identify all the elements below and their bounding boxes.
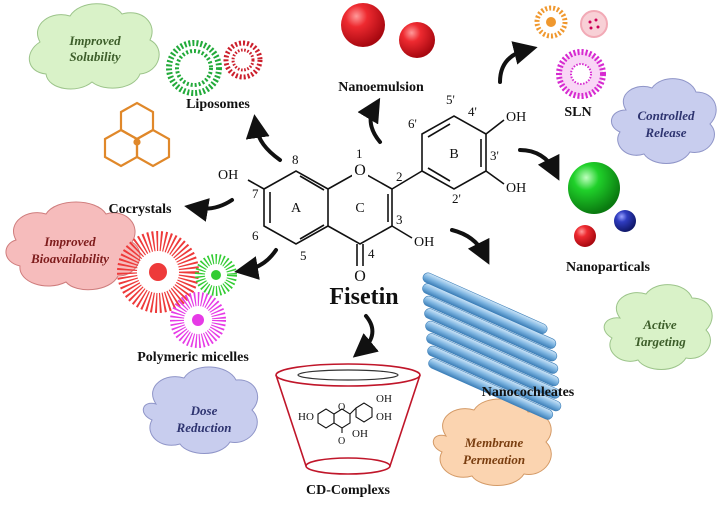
cloud-text-line1: Improved [43,234,96,249]
liposome-icon [166,40,263,96]
ring-label-b: B [449,147,458,162]
arrow-icon [357,97,382,144]
atom-o-ring: O [354,162,366,179]
label-nanoemulsion: Nanoemulsion [338,80,424,95]
atom-num-4p: 4' [468,104,477,119]
mini-oh-1: OH [376,393,392,405]
mini-o-keto: O [338,436,345,447]
cloud-text-line1: Improved [68,33,121,48]
label-sln: SLN [564,105,591,120]
label-cd-complex: CD-Complexs [306,483,391,498]
cloud-dose-reduction: Dose Reduction [142,366,258,454]
cloud-text-line2: Permeation [463,452,525,467]
cloud-text-line2: Reduction [176,420,232,435]
cloud-text-line1: Controlled [637,108,695,123]
nanoparticle-icon [568,162,636,247]
mini-oh-2: OH [376,411,392,423]
cloud-text-line1: Active [642,317,676,332]
atom-num-7: 7 [252,186,259,201]
micelle-icon [117,231,237,348]
atom-num-1: 1 [356,146,363,161]
cloud-icon [603,284,713,370]
center-title: Fisetin [329,284,398,310]
cloud-icon [432,398,552,486]
cloud-icon [142,366,258,454]
mini-oh-3: OH [352,428,368,440]
nanocochleate-icon [422,272,562,420]
cloud-text-line1: Membrane [464,435,524,450]
arrow-icon [450,228,490,265]
atom-num-3p: 3' [490,148,499,163]
atom-num-3: 3 [396,212,403,227]
arrow-icon [245,114,282,162]
atom-num-8: 8 [292,152,299,167]
group-4p-oh: OH [506,110,526,125]
cloud-text-line2: Solubility [69,49,121,64]
arrow-icon [352,314,379,358]
label-nanoparticals: Nanoparticals [566,260,651,275]
cloud-active-targeting: Active Targeting [603,284,713,370]
arrow-icon [234,248,278,280]
mini-ho: HO [298,411,314,423]
atom-o-keto: O [354,268,366,285]
fisetin-structure [247,115,505,270]
cloud-icon [29,3,160,90]
atom-num-2: 2 [396,169,403,184]
atom-num-5p: 5' [446,92,455,107]
arrow-icon [184,198,234,222]
cloud-text-line2: Targeting [634,334,686,349]
group-7-oh: OH [218,168,238,183]
label-liposomes: Liposomes [186,97,250,112]
label-nanocochleates: Nanocochleates [482,385,575,400]
group-3p-oh: OH [506,181,526,196]
cocrystal-icon [103,101,171,168]
label-polymeric-micelles: Polymeric micelles [137,350,249,365]
mini-o-ring: O [338,402,345,413]
cloud-improved-bioavailability: Improved Bioavailability [5,201,141,291]
cloud-controlled-release: Controlled Release [611,78,717,164]
arrow-icon [518,148,560,181]
cloud-text-line1: Dose [190,403,218,418]
cyclodextrin-cup-icon: HO OH OH OH O O [275,363,421,475]
ring-label-a: A [291,201,302,216]
atom-num-6p: 6' [408,116,417,131]
cloud-improved-solubility: Improved Solubility [29,3,160,90]
cloud-icon [611,78,717,164]
atom-num-2p: 2' [452,191,461,206]
arrows [184,41,560,358]
atom-num-4: 4 [368,246,375,261]
label-cocrystals: Cocrystals [109,202,173,217]
group-3-oh: OH [414,235,434,250]
ring-label-c: C [355,201,364,216]
cloud-text-line2: Release [644,125,686,140]
nanoemulsion-droplet-icon [341,3,435,58]
sln-icon [534,5,608,99]
cloud-text-line2: Bioavailability [30,251,109,266]
cloud-membrane-permeation: Membrane Permeation [432,398,552,486]
arrow-icon [498,41,538,84]
fisetin-labels: O O OH OH OH OH A B C 1 2 3 4 5 6 7 8 2'… [218,92,526,285]
atom-num-5: 5 [300,248,307,263]
atom-num-6: 6 [252,228,259,243]
